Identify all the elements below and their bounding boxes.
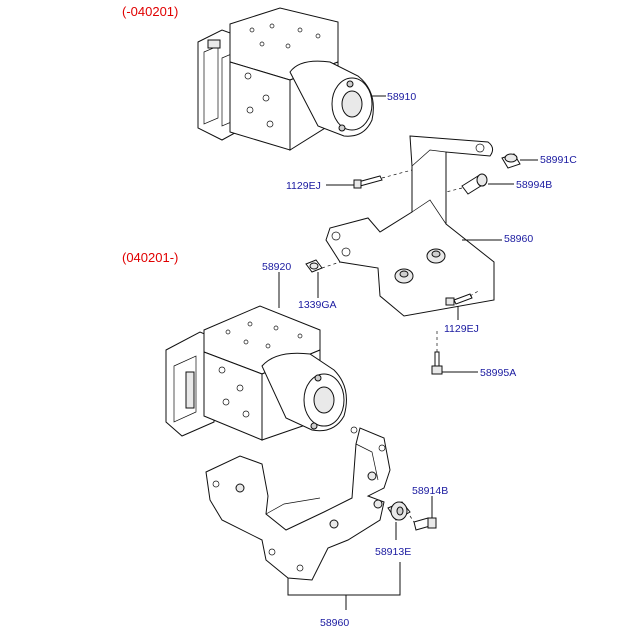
nut-1339ga <box>305 259 323 273</box>
label-58960-top: 58960 <box>504 233 533 245</box>
leader-58960-bottom-bracket <box>287 562 401 596</box>
bracket-top <box>325 135 495 317</box>
bolt-1129ej-top <box>353 175 383 189</box>
date-range-bottom: (040201-) <box>122 250 178 265</box>
bushing-58913e <box>387 501 411 521</box>
dash-1339ga <box>321 261 341 269</box>
bracket-bottom <box>205 426 391 581</box>
label-58995a: 58995A <box>480 367 516 379</box>
bolt-1129ej-right <box>445 293 473 306</box>
hydraulic-unit-top <box>197 7 374 151</box>
dash-58913e <box>409 515 415 523</box>
label-58920: 58920 <box>262 261 291 273</box>
label-58960-bottom: 58960 <box>320 617 349 629</box>
hydraulic-unit-bottom <box>165 305 347 441</box>
dash-1129ej-right <box>469 289 481 297</box>
bushing-58991c <box>501 153 521 169</box>
dash-top-left <box>381 169 413 179</box>
label-58913e: 58913E <box>375 546 411 558</box>
dash-top-right <box>445 187 463 193</box>
label-58991c: 58991C <box>540 154 577 166</box>
label-58914b: 58914B <box>412 485 448 497</box>
collar-58994b <box>461 173 488 195</box>
label-1129ej-right: 1129EJ <box>444 323 479 335</box>
bolt-58995a <box>431 351 443 375</box>
label-58910: 58910 <box>387 91 416 103</box>
label-58994b: 58994B <box>516 179 552 191</box>
label-1339ga: 1339GA <box>298 299 337 311</box>
bolt-58914b <box>413 517 437 531</box>
date-range-top: (-040201) <box>122 4 178 19</box>
label-1129ej-top: 1129EJ <box>286 180 321 192</box>
